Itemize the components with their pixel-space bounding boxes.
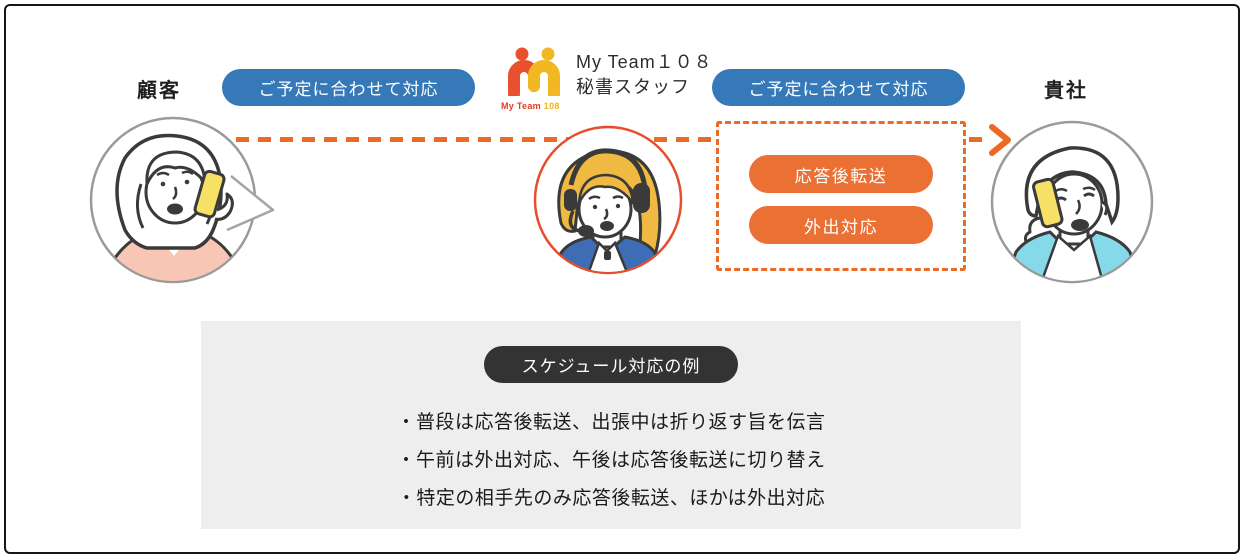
- example-title-pill: スケジュール対応の例: [483, 346, 739, 383]
- customer-avatar-icon: [89, 116, 275, 284]
- myteam108-logo: My Team 108: [501, 46, 571, 111]
- example-bullet-3: ・特定の相手先のみ応答後転送、ほかは外出対応: [396, 488, 826, 509]
- secretary-avatar-icon: [533, 125, 683, 275]
- right-response-pill: ご予定に合わせて対応: [712, 69, 965, 106]
- company-label: 貴社: [1044, 80, 1088, 102]
- diagram-border: [4, 4, 1240, 554]
- left-response-pill: ご予定に合わせて対応: [222, 69, 475, 106]
- customer-label: 顧客: [137, 80, 181, 102]
- example-bullet-1: ・普段は応答後転送、出張中は折り返す旨を伝言: [396, 412, 826, 433]
- option-answer-transfer: 応答後転送: [749, 155, 933, 193]
- logo-wordmark: My Team 108: [501, 101, 571, 111]
- option-out-of-office: 外出対応: [749, 206, 933, 244]
- example-bullet-list: ・普段は応答後転送、出張中は折り返す旨を伝言 ・午前は外出対応、午後は応答後転送…: [396, 404, 825, 518]
- arrow-right-icon: [989, 124, 1011, 156]
- schedule-example-panel: スケジュール対応の例 ・普段は応答後転送、出張中は折り返す旨を伝言 ・午前は外出…: [201, 321, 1021, 529]
- service-name-line2: 秘書スタッフ: [576, 77, 690, 97]
- schedule-options-box: 応答後転送 外出対応: [716, 121, 966, 271]
- flow-dashed-line-left: [236, 137, 717, 142]
- logo-wordmark-team: My Team: [501, 101, 541, 111]
- company-avatar-icon: [990, 120, 1154, 284]
- logo-wordmark-108: 108: [543, 101, 560, 111]
- myteam108-logo-icon: [508, 47, 560, 100]
- example-bullet-2: ・午前は外出対応、午後は応答後転送に切り替え: [396, 450, 826, 471]
- flow-dashed-line-right: [969, 137, 986, 142]
- service-name: My Team１０８ 秘書スタッフ: [576, 50, 713, 100]
- service-name-line1: My Team１０８: [576, 52, 713, 72]
